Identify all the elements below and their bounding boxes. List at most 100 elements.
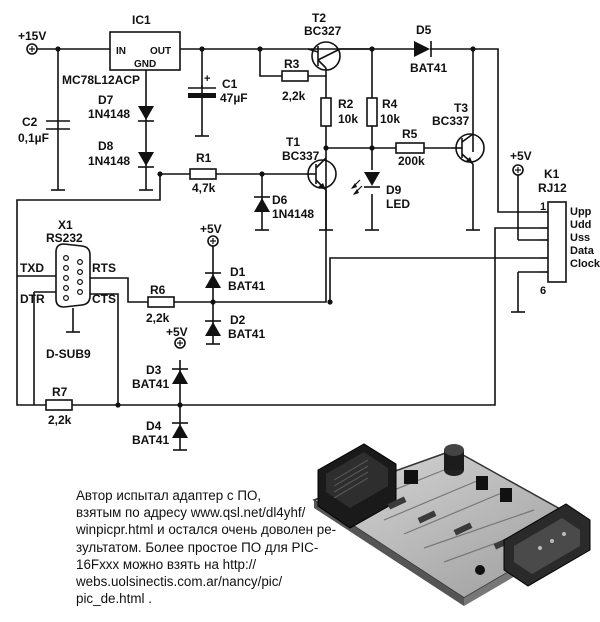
label-r5-value: 200k: [398, 154, 425, 168]
label-d8-part: 1N4148: [88, 154, 130, 168]
note-line: 16Fxxx можно взять на http://: [76, 556, 257, 572]
label-r7-value: 2,2k: [48, 413, 72, 427]
label-d7-name: D7: [98, 93, 114, 107]
label-r5-name: R5: [402, 127, 418, 141]
supply-5v-d3-terminal: [174, 337, 186, 349]
label-d1-name: D1: [230, 265, 246, 279]
label-r2-value: 10k: [338, 112, 358, 126]
label-r2-name: R2: [338, 97, 354, 111]
label-x1-part: RS232: [46, 231, 83, 245]
label-k1-uss: Uss: [570, 232, 590, 244]
t3-transistor: [452, 133, 485, 165]
label-c1-value: 47µF: [220, 91, 248, 105]
d9-led: [351, 172, 380, 195]
label-c2-name: C2: [22, 115, 38, 129]
label-t3-part: BC337: [432, 114, 470, 128]
label-t2-name: T2: [312, 11, 326, 25]
label-ic1-name: IC1: [132, 13, 151, 27]
r4-resistor: [366, 97, 378, 127]
d1-diode: [205, 274, 221, 288]
label-d4-name: D4: [146, 419, 162, 433]
label-x1-dtr: DTR: [20, 292, 45, 306]
label-d8-name: D8: [98, 139, 114, 153]
label-supply-plus15: +15V: [18, 29, 46, 43]
label-d9-part: LED: [386, 197, 410, 211]
label-k1-part: RJ12: [538, 181, 567, 195]
label-d9-name: D9: [386, 183, 402, 197]
label-ic1-in: IN: [116, 46, 126, 57]
label-t1-part: BC337: [282, 149, 320, 163]
label-ic1-gnd: GND: [134, 59, 156, 70]
d6-diode: [254, 198, 270, 212]
d3-diode: [172, 370, 188, 384]
label-d3-name: D3: [146, 363, 162, 377]
label-x1-rts: RTS: [92, 261, 116, 275]
label-r3-value: 2,2k: [282, 89, 306, 103]
label-x1-type: D-SUB9: [46, 347, 91, 361]
c1-capacitor: [188, 93, 216, 98]
label-d5-part: BAT41: [410, 61, 447, 75]
r6-resistor: [147, 296, 175, 308]
r3-resistor: [281, 70, 309, 82]
r5-resistor: [395, 142, 425, 154]
d7-diode: [138, 106, 154, 120]
r2-resistor: [320, 97, 332, 127]
author-note: Автор испытал адаптер с ПО, взятым по ад…: [76, 487, 337, 607]
label-d6-name: D6: [272, 193, 288, 207]
label-d2-part: BAT41: [228, 327, 265, 341]
supply-5v-d1-terminal: [207, 235, 219, 247]
label-x1-name: X1: [58, 218, 73, 232]
supply-5v-k1-terminal: [512, 164, 524, 176]
label-d5-name: D5: [416, 23, 432, 37]
r7-resistor: [45, 399, 73, 411]
d5-diode: [414, 41, 430, 57]
label-k1-pin1: 1: [540, 201, 546, 213]
label-c1-polarity: +: [204, 73, 210, 85]
t1-transistor: [306, 157, 337, 191]
label-k1-upp: Upp: [570, 206, 592, 218]
label-k1-name: K1: [544, 167, 560, 181]
label-d6-part: 1N4148: [272, 207, 314, 221]
supply-15v-terminal: [26, 43, 38, 55]
label-x1-cts: CTS: [92, 292, 116, 306]
note-line: зультатом. Более простое ПО для PIC-: [76, 539, 319, 555]
label-t2-part: BC327: [304, 24, 342, 38]
label-t3-name: T3: [454, 101, 468, 115]
junction-dots: [55, 46, 476, 408]
adapter-board-photo: [312, 443, 591, 606]
label-d1-part: BAT41: [228, 279, 265, 293]
label-supply-plus5-d3: +5V: [166, 325, 188, 339]
t2-transistor: [307, 41, 341, 71]
label-r1-name: R1: [196, 151, 212, 165]
label-k1-clock: Clock: [570, 258, 600, 270]
label-ic1-out: OUT: [150, 46, 171, 57]
label-d3-part: BAT41: [132, 377, 169, 391]
label-r1-value: 4,7k: [192, 181, 216, 195]
label-d4-part: BAT41: [132, 433, 169, 447]
label-r4-name: R4: [382, 97, 398, 111]
label-r4-value: 10k: [380, 112, 400, 126]
ground-symbols: [51, 135, 525, 451]
label-r7-name: R7: [52, 385, 68, 399]
note-line: взятым по адресу www.qsl.net/dl4yhf/: [76, 505, 306, 521]
label-k1-udd: Udd: [570, 219, 591, 231]
label-c1-name: C1: [222, 77, 238, 91]
r1-resistor: [189, 168, 217, 180]
note-line: winpicpr.html и остался очень доволен ре…: [76, 522, 337, 538]
label-t1-name: T1: [286, 135, 300, 149]
label-supply-plus5-d1: +5V: [200, 222, 222, 236]
d4-diode: [172, 424, 188, 438]
label-k1-pin6: 6: [540, 285, 546, 297]
note-line: webs.uolsinectis.com.ar/nancy/pic/: [76, 574, 283, 590]
label-ic1-part: MC78L12ACP: [62, 73, 140, 87]
label-c2-value: 0,1µF: [18, 131, 49, 145]
note-line: Автор испытал адаптер с ПО,: [76, 488, 262, 503]
component-labels: +15V IC1 IN OUT GND MC78L12ACP T2 BC327 …: [18, 11, 600, 447]
label-r6-value: 2,2k: [146, 311, 170, 325]
label-r6-name: R6: [150, 283, 166, 297]
label-x1-txd: TXD: [20, 261, 44, 275]
d8-diode: [138, 152, 154, 166]
ic1-regulator: [109, 31, 181, 71]
label-k1-data: Data: [570, 245, 595, 257]
